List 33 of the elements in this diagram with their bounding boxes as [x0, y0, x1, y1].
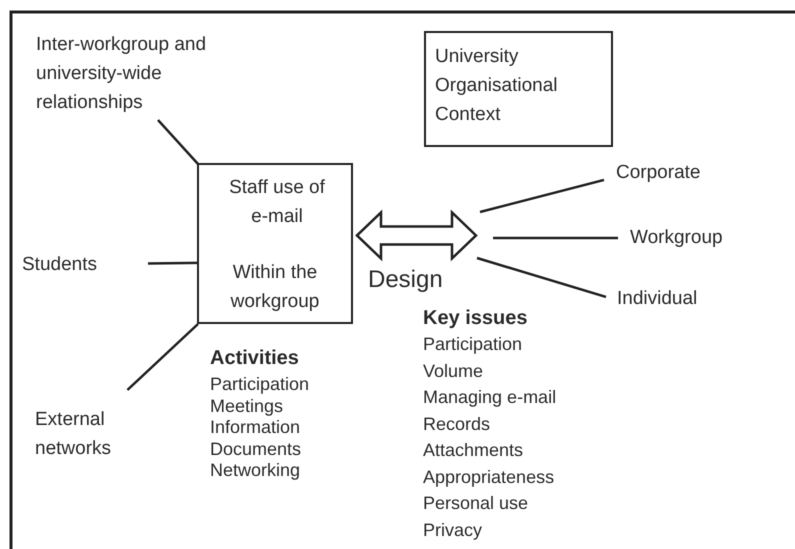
list-item: Attachments — [423, 440, 524, 461]
node-text: Students — [22, 253, 98, 277]
list-item: Privacy — [423, 520, 482, 540]
box-text: Within the workgroup — [230, 261, 320, 314]
process-box — [197, 163, 353, 324]
node-text: Corporate — [616, 161, 702, 185]
list-item: Personal use — [423, 493, 528, 514]
list-item: Volume — [423, 360, 484, 382]
node-text: External networks — [35, 408, 112, 461]
list-item: Appropriateness — [423, 466, 554, 488]
double-arrow — [355, 210, 478, 262]
box-text: University Organisational Context — [435, 45, 559, 127]
node-text: Individual — [617, 287, 698, 311]
node-text: Inter-workgroup and university-wide relationships — [36, 33, 208, 115]
list-item: Documents — [210, 438, 302, 460]
list-item: Participation — [210, 374, 310, 395]
connector-line — [157, 119, 199, 165]
connector-line — [126, 323, 199, 391]
connector-line — [480, 178, 604, 214]
connector-line — [148, 262, 198, 265]
list-item: Participation — [423, 334, 522, 355]
connector-line — [476, 256, 606, 298]
node-text: Workgroup — [630, 226, 724, 250]
list-item: Information — [210, 417, 300, 438]
list-heading: Key issues — [423, 308, 528, 329]
list-item: Managing e-mail — [423, 387, 556, 408]
list-item: Records — [423, 414, 490, 434]
context-box — [424, 31, 613, 147]
connector-line — [493, 236, 618, 240]
list-item: Meetings — [210, 396, 284, 416]
box-text: Staff use of e-mail — [228, 176, 326, 229]
list-item: Networking — [210, 460, 300, 481]
list-heading: Activities — [210, 348, 299, 369]
